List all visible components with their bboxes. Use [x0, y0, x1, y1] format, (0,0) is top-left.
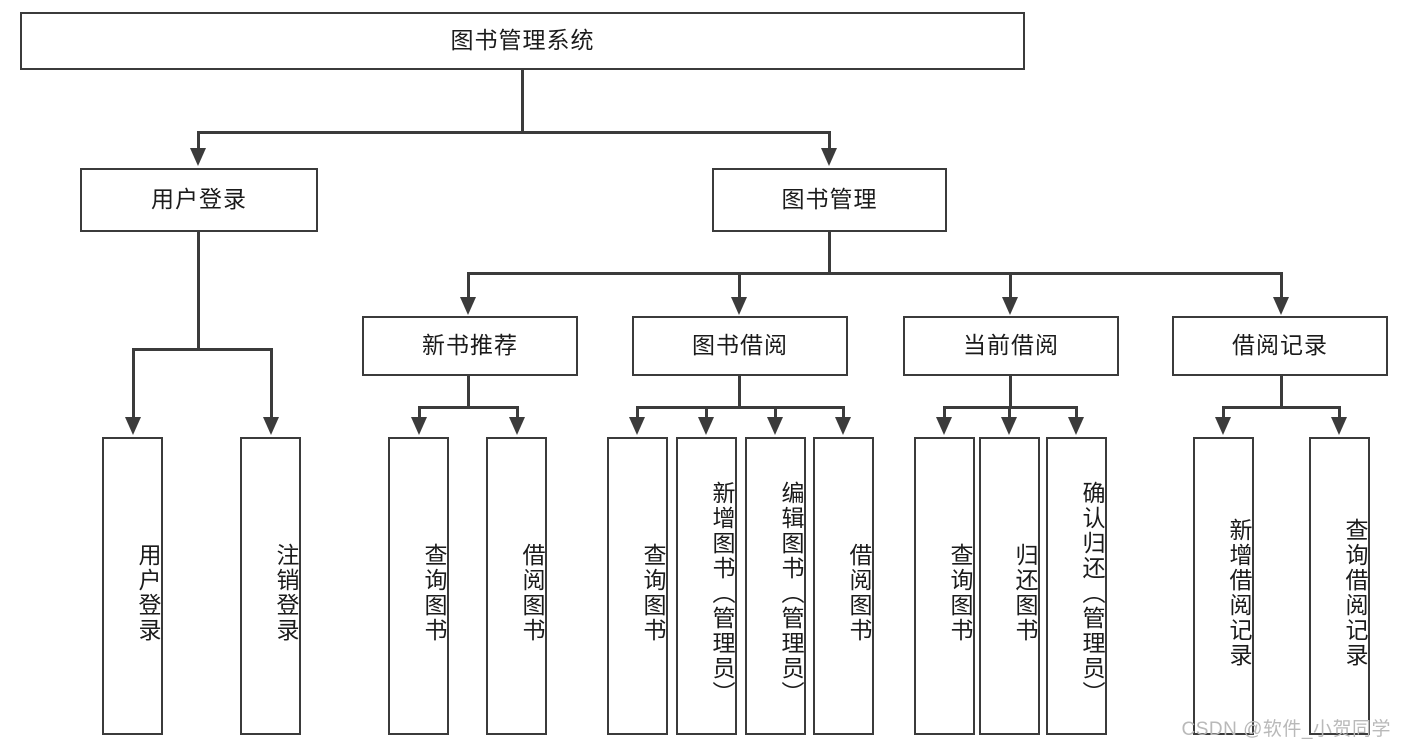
node-leaf-add-record-label: 新增借阅记录 [1226, 518, 1252, 668]
node-leaf-query-book-2-label: 查询图书 [640, 543, 666, 643]
edge-current-to-leaf3 [1075, 406, 1078, 420]
edge-recommend-to-leaf1 [418, 406, 421, 420]
edge-current-stem [1009, 376, 1012, 408]
edge-recommend-to-leaf2 [516, 406, 519, 420]
node-leaf-add-book[interactable]: 新增图书（管理员） [676, 437, 737, 735]
node-leaf-add-book-label: 新增图书（管理员） [709, 480, 735, 706]
edge-record-bus [1222, 406, 1340, 409]
edge-user-login-to-leaf2 [270, 348, 273, 420]
arrowhead-leaf-query-book-3 [936, 417, 952, 435]
node-current-borrow[interactable]: 当前借阅 [903, 316, 1119, 376]
edge-root-bus [197, 131, 830, 134]
arrowhead-borrow-record [1273, 297, 1289, 315]
node-leaf-edit-book[interactable]: 编辑图书（管理员） [745, 437, 806, 735]
watermark: CSDN @软件_小贺同学 [1181, 719, 1391, 740]
node-leaf-logout-login[interactable]: 注销登录 [240, 437, 301, 735]
node-leaf-query-book-3-label: 查询图书 [947, 543, 973, 643]
arrowhead-leaf-query-record [1331, 417, 1347, 435]
edge-root-stem [521, 70, 524, 133]
arrowhead-leaf-add-record [1215, 417, 1231, 435]
node-borrow-record[interactable]: 借阅记录 [1172, 316, 1388, 376]
edge-bborrow-bus [636, 406, 844, 409]
edge-book-manage-stem [828, 232, 831, 274]
node-leaf-return-book[interactable]: 归还图书 [979, 437, 1040, 735]
node-leaf-borrow-book-1-label: 借阅图书 [519, 543, 545, 643]
node-new-book-recommend[interactable]: 新书推荐 [362, 316, 578, 376]
edge-book-manage-bus [467, 272, 1282, 275]
node-leaf-query-book-1-label: 查询图书 [421, 543, 447, 643]
arrowhead-leaf-query-book-2 [629, 417, 645, 435]
node-user-login-label: 用户登录 [151, 186, 247, 213]
node-book-borrow[interactable]: 图书借阅 [632, 316, 848, 376]
node-leaf-logout-login-label: 注销登录 [273, 543, 299, 643]
arrowhead-current-borrow [1002, 297, 1018, 315]
node-new-book-recommend-label: 新书推荐 [422, 332, 518, 359]
node-leaf-edit-book-label: 编辑图书（管理员） [778, 480, 804, 706]
edge-bborrow-to-leaf4 [842, 406, 845, 420]
edge-recommend-bus [418, 406, 518, 409]
node-user-login[interactable]: 用户登录 [80, 168, 318, 232]
arrowhead-user-login [190, 148, 206, 166]
edge-root-to-user-login [197, 131, 200, 151]
arrowhead-leaf-borrow-book-2 [835, 417, 851, 435]
edge-bm-to-record [1280, 272, 1283, 300]
edge-user-login-to-leaf1 [132, 348, 135, 420]
node-leaf-confirm-return[interactable]: 确认归还（管理员） [1046, 437, 1107, 735]
edge-root-to-book-manage [828, 131, 831, 151]
node-leaf-user-login[interactable]: 用户登录 [102, 437, 163, 735]
edge-bm-to-current [1009, 272, 1012, 300]
node-book-manage-label: 图书管理 [781, 186, 878, 213]
node-root-label: 图书管理系统 [450, 27, 595, 54]
arrowhead-new-book-recommend [460, 297, 476, 315]
node-leaf-borrow-book-2-label: 借阅图书 [846, 543, 872, 643]
edge-recommend-stem [467, 376, 470, 408]
edge-bm-to-recommend [467, 272, 470, 300]
edge-current-to-leaf1 [943, 406, 946, 420]
arrowhead-leaf-borrow-book-1 [509, 417, 525, 435]
edge-user-login-bus [132, 348, 272, 351]
arrowhead-leaf-confirm-return [1068, 417, 1084, 435]
edge-current-to-leaf2 [1008, 406, 1011, 420]
node-leaf-return-book-label: 归还图书 [1012, 543, 1038, 643]
node-leaf-borrow-book-2[interactable]: 借阅图书 [813, 437, 874, 735]
edge-bborrow-to-leaf3 [774, 406, 777, 420]
arrowhead-book-manage [821, 148, 837, 166]
arrowhead-leaf-add-book [698, 417, 714, 435]
edge-record-to-leaf1 [1222, 406, 1225, 420]
node-leaf-confirm-return-label: 确认归还（管理员） [1079, 480, 1105, 706]
node-book-manage[interactable]: 图书管理 [712, 168, 947, 232]
edge-record-stem [1280, 376, 1283, 408]
node-leaf-borrow-book-1[interactable]: 借阅图书 [486, 437, 547, 735]
arrowhead-leaf-edit-book [767, 417, 783, 435]
node-leaf-query-book-2[interactable]: 查询图书 [607, 437, 668, 735]
node-leaf-query-book-3[interactable]: 查询图书 [914, 437, 975, 735]
edge-user-login-stem [197, 232, 200, 350]
arrowhead-leaf-user-login [125, 417, 141, 435]
node-book-borrow-label: 图书借阅 [692, 332, 788, 359]
edge-record-to-leaf2 [1338, 406, 1341, 420]
edge-bm-to-borrow [738, 272, 741, 300]
node-leaf-query-record[interactable]: 查询借阅记录 [1309, 437, 1370, 735]
node-leaf-query-book-1[interactable]: 查询图书 [388, 437, 449, 735]
edge-bborrow-stem [738, 376, 741, 408]
edge-bborrow-to-leaf1 [636, 406, 639, 420]
arrowhead-book-borrow [731, 297, 747, 315]
node-borrow-record-label: 借阅记录 [1232, 332, 1328, 359]
edge-bborrow-to-leaf2 [705, 406, 708, 420]
arrowhead-leaf-return-book [1001, 417, 1017, 435]
arrowhead-leaf-logout-login [263, 417, 279, 435]
node-root[interactable]: 图书管理系统 [20, 12, 1025, 70]
arrowhead-leaf-query-book-1 [411, 417, 427, 435]
node-leaf-query-record-label: 查询借阅记录 [1342, 518, 1368, 668]
node-current-borrow-label: 当前借阅 [963, 332, 1059, 359]
node-leaf-user-login-label: 用户登录 [135, 543, 161, 643]
node-leaf-add-record[interactable]: 新增借阅记录 [1193, 437, 1254, 735]
